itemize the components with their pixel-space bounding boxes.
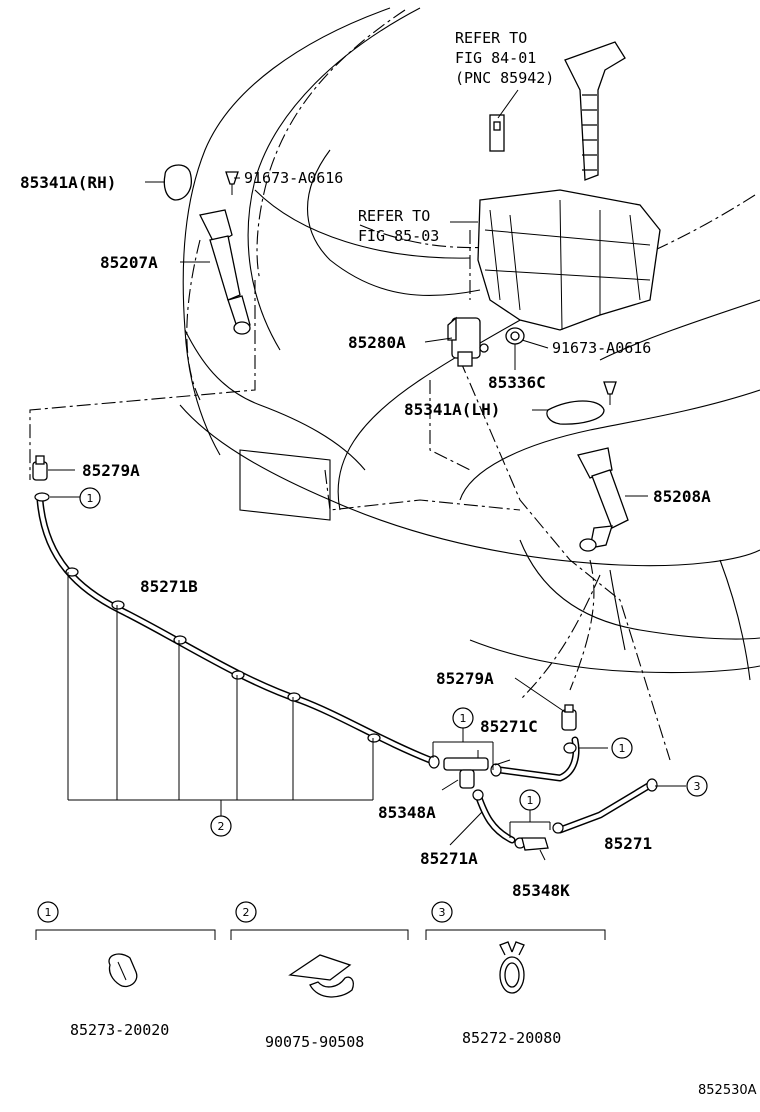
svg-text:2: 2 [218, 820, 225, 833]
label-91673-mid: 91673-A0616 [552, 339, 651, 357]
vehicle-body-outline [179, 7, 760, 681]
callout-labels: 85341A(RH) 91673-A0616 85207A 85280A 916… [20, 29, 711, 900]
clip-mid [603, 381, 617, 405]
ref-fig84-line3: (PNC 85942) [455, 69, 554, 87]
circled-callouts: 1 1 1 1 2 3 [79, 487, 708, 837]
label-85348k: 85348K [512, 881, 570, 900]
ref-fig85-line2: FIG 85-03 [358, 227, 439, 245]
legend-part-2: 90075-90508 [265, 1033, 364, 1051]
clamp-icon [108, 953, 138, 988]
legend-part-3: 85272-20080 [462, 1029, 561, 1047]
circle-1-right: 1 [611, 737, 633, 759]
legend-part-1: 85273-20020 [70, 1021, 169, 1039]
nozzle-cover-rh [163, 164, 192, 201]
washer-reservoir [477, 41, 661, 331]
figure-code: 852530A [698, 1083, 757, 1098]
legend-item-3: 3 85272-20080 [425, 901, 606, 1047]
washer-hoses [36, 496, 654, 844]
legend: 1 85273-20020 2 90075-90508 3 [35, 901, 606, 1051]
svg-text:3: 3 [694, 780, 701, 793]
label-85208a: 85208A [653, 487, 711, 506]
clip-icon [288, 954, 354, 998]
label-91673-top: 91673-A0616 [244, 169, 343, 187]
label-85271: 85271 [604, 834, 652, 853]
headlamp-washer-nozzle-lh [577, 447, 629, 552]
check-valve-mid [561, 704, 577, 731]
headlamp-washer-nozzle-rh [199, 209, 251, 335]
svg-text:1: 1 [45, 906, 52, 919]
label-85271b: 85271B [140, 577, 198, 596]
label-85207a: 85207A [100, 253, 158, 272]
spring-clamp-icon [499, 941, 525, 994]
check-valve-left [32, 455, 48, 481]
hose-clamps [34, 492, 658, 849]
circle-2-bracket: 2 [210, 815, 232, 837]
label-85279a-left: 85279A [82, 461, 140, 480]
circle-3-hose: 3 [686, 775, 708, 797]
label-85271a: 85271A [420, 849, 478, 868]
hose-clip-bracket [67, 572, 374, 816]
grommet [505, 327, 525, 345]
clip-top [225, 171, 239, 195]
ref-fig84-line2: FIG 84-01 [455, 49, 536, 67]
label-85280a: 85280A [348, 333, 406, 352]
legend-item-2: 2 90075-90508 [230, 901, 409, 1051]
label-85271c: 85271C [480, 717, 538, 736]
label-85341a-lh: 85341A(LH) [404, 400, 500, 419]
ref-fig85-line1: REFER TO [358, 207, 430, 225]
nozzle-cover-lh [546, 400, 605, 425]
leader-lines [48, 89, 686, 861]
circle-1-lower: 1 [519, 789, 541, 811]
svg-text:1: 1 [527, 794, 534, 807]
reference-lines [29, 9, 756, 761]
svg-text:1: 1 [460, 712, 467, 725]
t-joint-85348a [443, 757, 489, 801]
svg-text:2: 2 [243, 906, 250, 919]
legend-item-1: 1 85273-20020 [35, 901, 216, 1039]
label-85341a-rh: 85341A(RH) [20, 173, 116, 192]
circle-1-tjoint: 1 [452, 707, 474, 729]
label-85348a: 85348A [378, 803, 436, 822]
label-85336c: 85336C [488, 373, 546, 392]
ref-fig84-line1: REFER TO [455, 29, 527, 47]
svg-text:1: 1 [619, 742, 626, 755]
svg-text:1: 1 [87, 492, 94, 505]
joint-85348k [521, 837, 549, 851]
circle-1-left: 1 [79, 487, 101, 509]
label-85279a-mid: 85279A [436, 669, 494, 688]
svg-text:3: 3 [439, 906, 446, 919]
